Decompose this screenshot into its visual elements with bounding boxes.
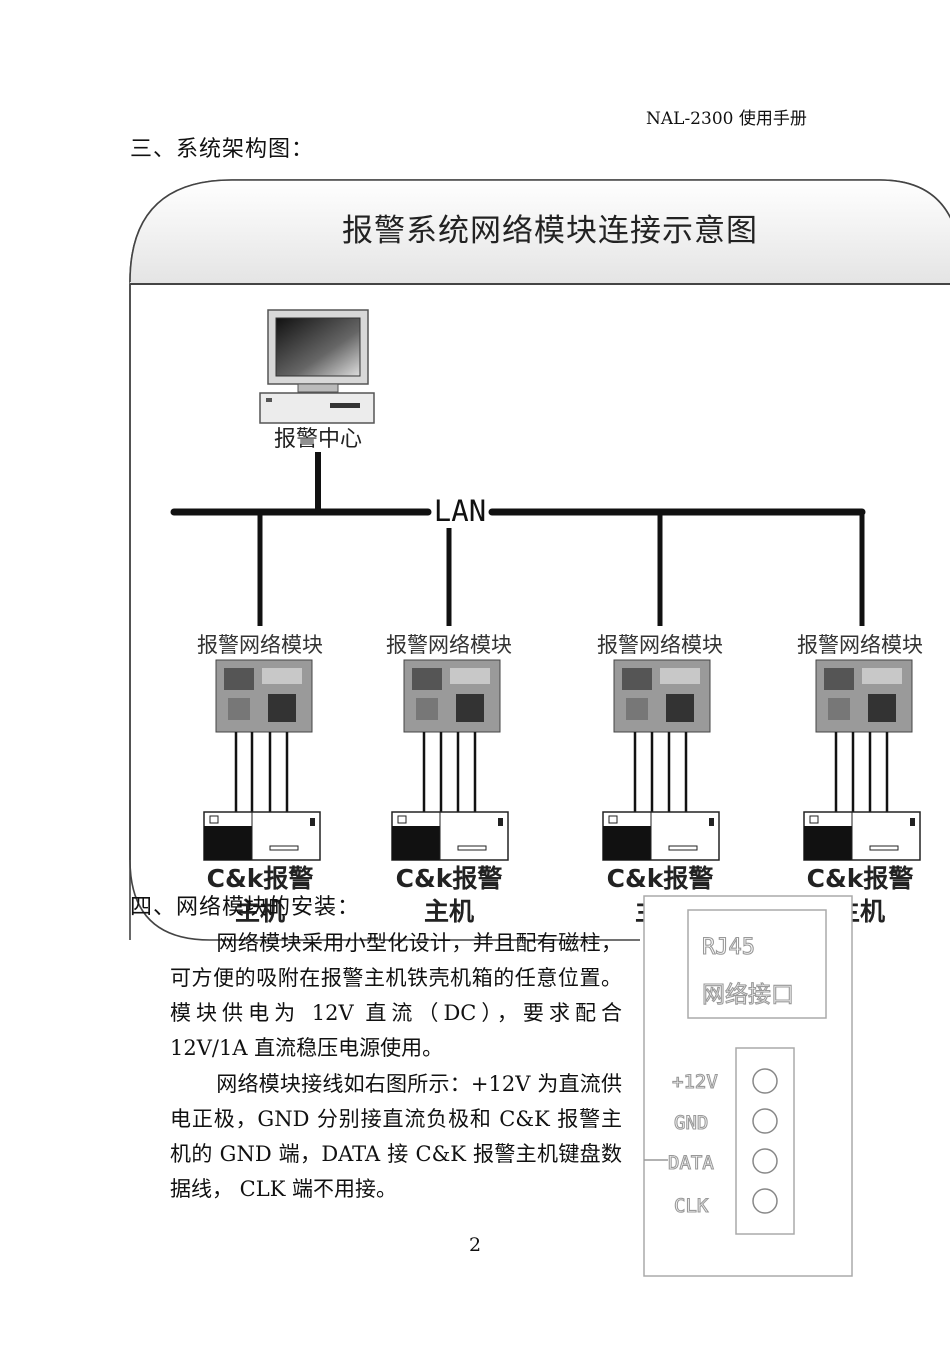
pin-label: +12V [672,1071,718,1093]
alarm-network-module: 报警网络模块 C&k报警 主机 [797,633,923,926]
alarm-host-icon [803,811,921,861]
alarm-host-icon [602,811,720,861]
diagram-title: 报警系统网络模块连接示意图 [342,213,758,249]
alarm-network-module: 报警网络模块 C&k报警 主机 [197,633,323,926]
svg-text:报警网络模块: 报警网络模块 [597,633,723,657]
page-header: NAL-2300 使用手册 [646,109,807,129]
svg-text:主机: 主机 [235,897,285,926]
diagram-header-band [130,180,950,284]
rj45-port [687,909,827,1019]
svg-text:报警网络模块: 报警网络模块 [797,633,923,657]
alarm-host-icon [203,811,321,861]
page-number: 2 [469,1234,482,1256]
alarm-center-label: 报警中心 [274,427,362,452]
alarm-network-module: 报警网络模块 C&k报警 主机 [386,633,512,926]
diagram-frame-bottom [129,800,640,941]
rj45-label: RJ45 [702,935,755,960]
install-paragraph-2: 网络模块接线如右图所示：+12V 为直流供电正极，GND 分别接直流负极和 C&… [170,1072,622,1201]
pin-label: GND [674,1112,708,1134]
alarm-host-icon [391,811,509,861]
svg-text:C&k报警: C&k报警 [807,864,914,893]
section-4-title: 四、网络模块的安装： [130,895,361,920]
alarm-network-module: 报警网络模块 C&k报警 主机 [597,633,723,926]
pin-label: CLK [674,1195,709,1217]
pin-label: DATA [668,1152,714,1174]
lan-label: LAN [434,494,486,528]
terminal-pin [752,1188,778,1214]
svg-text:报警网络模块: 报警网络模块 [386,633,512,657]
svg-text:C&k报警: C&k报警 [207,864,314,893]
svg-text:C&k报警: C&k报警 [607,864,714,893]
connector-diagram: RJ45 网络接口 +12V GND DATA CLK [643,895,853,1277]
terminal-pin [752,1108,778,1134]
svg-text:报警网络模块: 报警网络模块 [197,633,323,657]
section-3-title: 三、系统架构图： [130,137,315,162]
install-paragraph-1: 网络模块采用小型化设计，并且配有磁柱，可方便的吸附在报警主机铁壳机箱的任意位置。… [170,931,622,1060]
terminal-pin [752,1068,778,1094]
computer-icon [259,309,375,424]
port-name-label: 网络接口 [702,982,794,1008]
svg-text:C&k报警: C&k报警 [396,864,503,893]
terminal-pin [752,1148,778,1174]
svg-text:主机: 主机 [424,897,474,926]
